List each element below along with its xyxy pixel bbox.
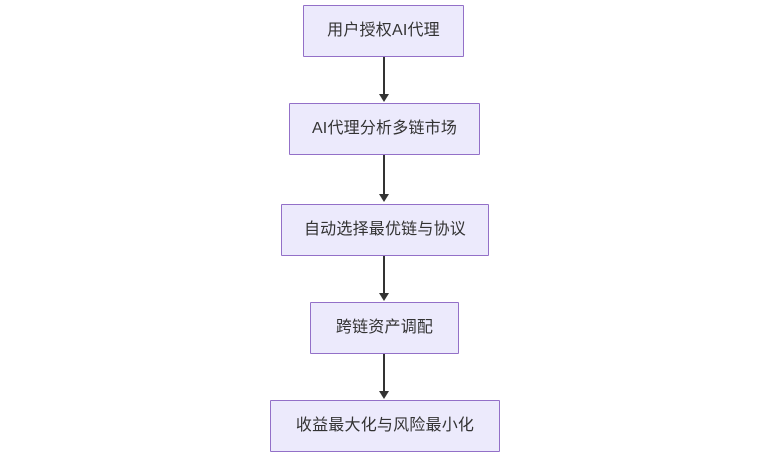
flowchart-node-5-label: 收益最大化与风险最小化 — [295, 417, 475, 434]
flowchart-edge-3-4-line — [383, 256, 385, 295]
flowchart-node-3[interactable]: 自动选择最优链与协议 — [281, 204, 489, 256]
flowchart-edge-1-2-line — [383, 57, 385, 95]
flowchart-node-4[interactable]: 跨链资产调配 — [310, 302, 459, 354]
flowchart-node-5[interactable]: 收益最大化与风险最小化 — [270, 400, 500, 452]
flowchart-node-3-label: 自动选择最优链与协议 — [303, 221, 466, 238]
flowchart-edge-4-5-arrowhead — [379, 391, 389, 399]
flowchart-node-2[interactable]: AI代理分析多链市场 — [289, 103, 480, 155]
flowchart-node-1-label: 用户授权AI代理 — [327, 22, 440, 39]
flowchart-edge-4-5-line — [383, 354, 385, 393]
flowchart-node-2-label: AI代理分析多链市场 — [311, 120, 458, 137]
flowchart-edge-2-3-line — [383, 155, 385, 195]
flowchart-node-4-label: 跨链资产调配 — [335, 319, 434, 336]
flowchart-edge-2-3-arrowhead — [379, 194, 389, 202]
flowchart-edge-3-4-arrowhead — [379, 293, 389, 301]
flowchart-node-1[interactable]: 用户授权AI代理 — [303, 5, 464, 57]
flowchart-edge-1-2-arrowhead — [379, 94, 389, 102]
